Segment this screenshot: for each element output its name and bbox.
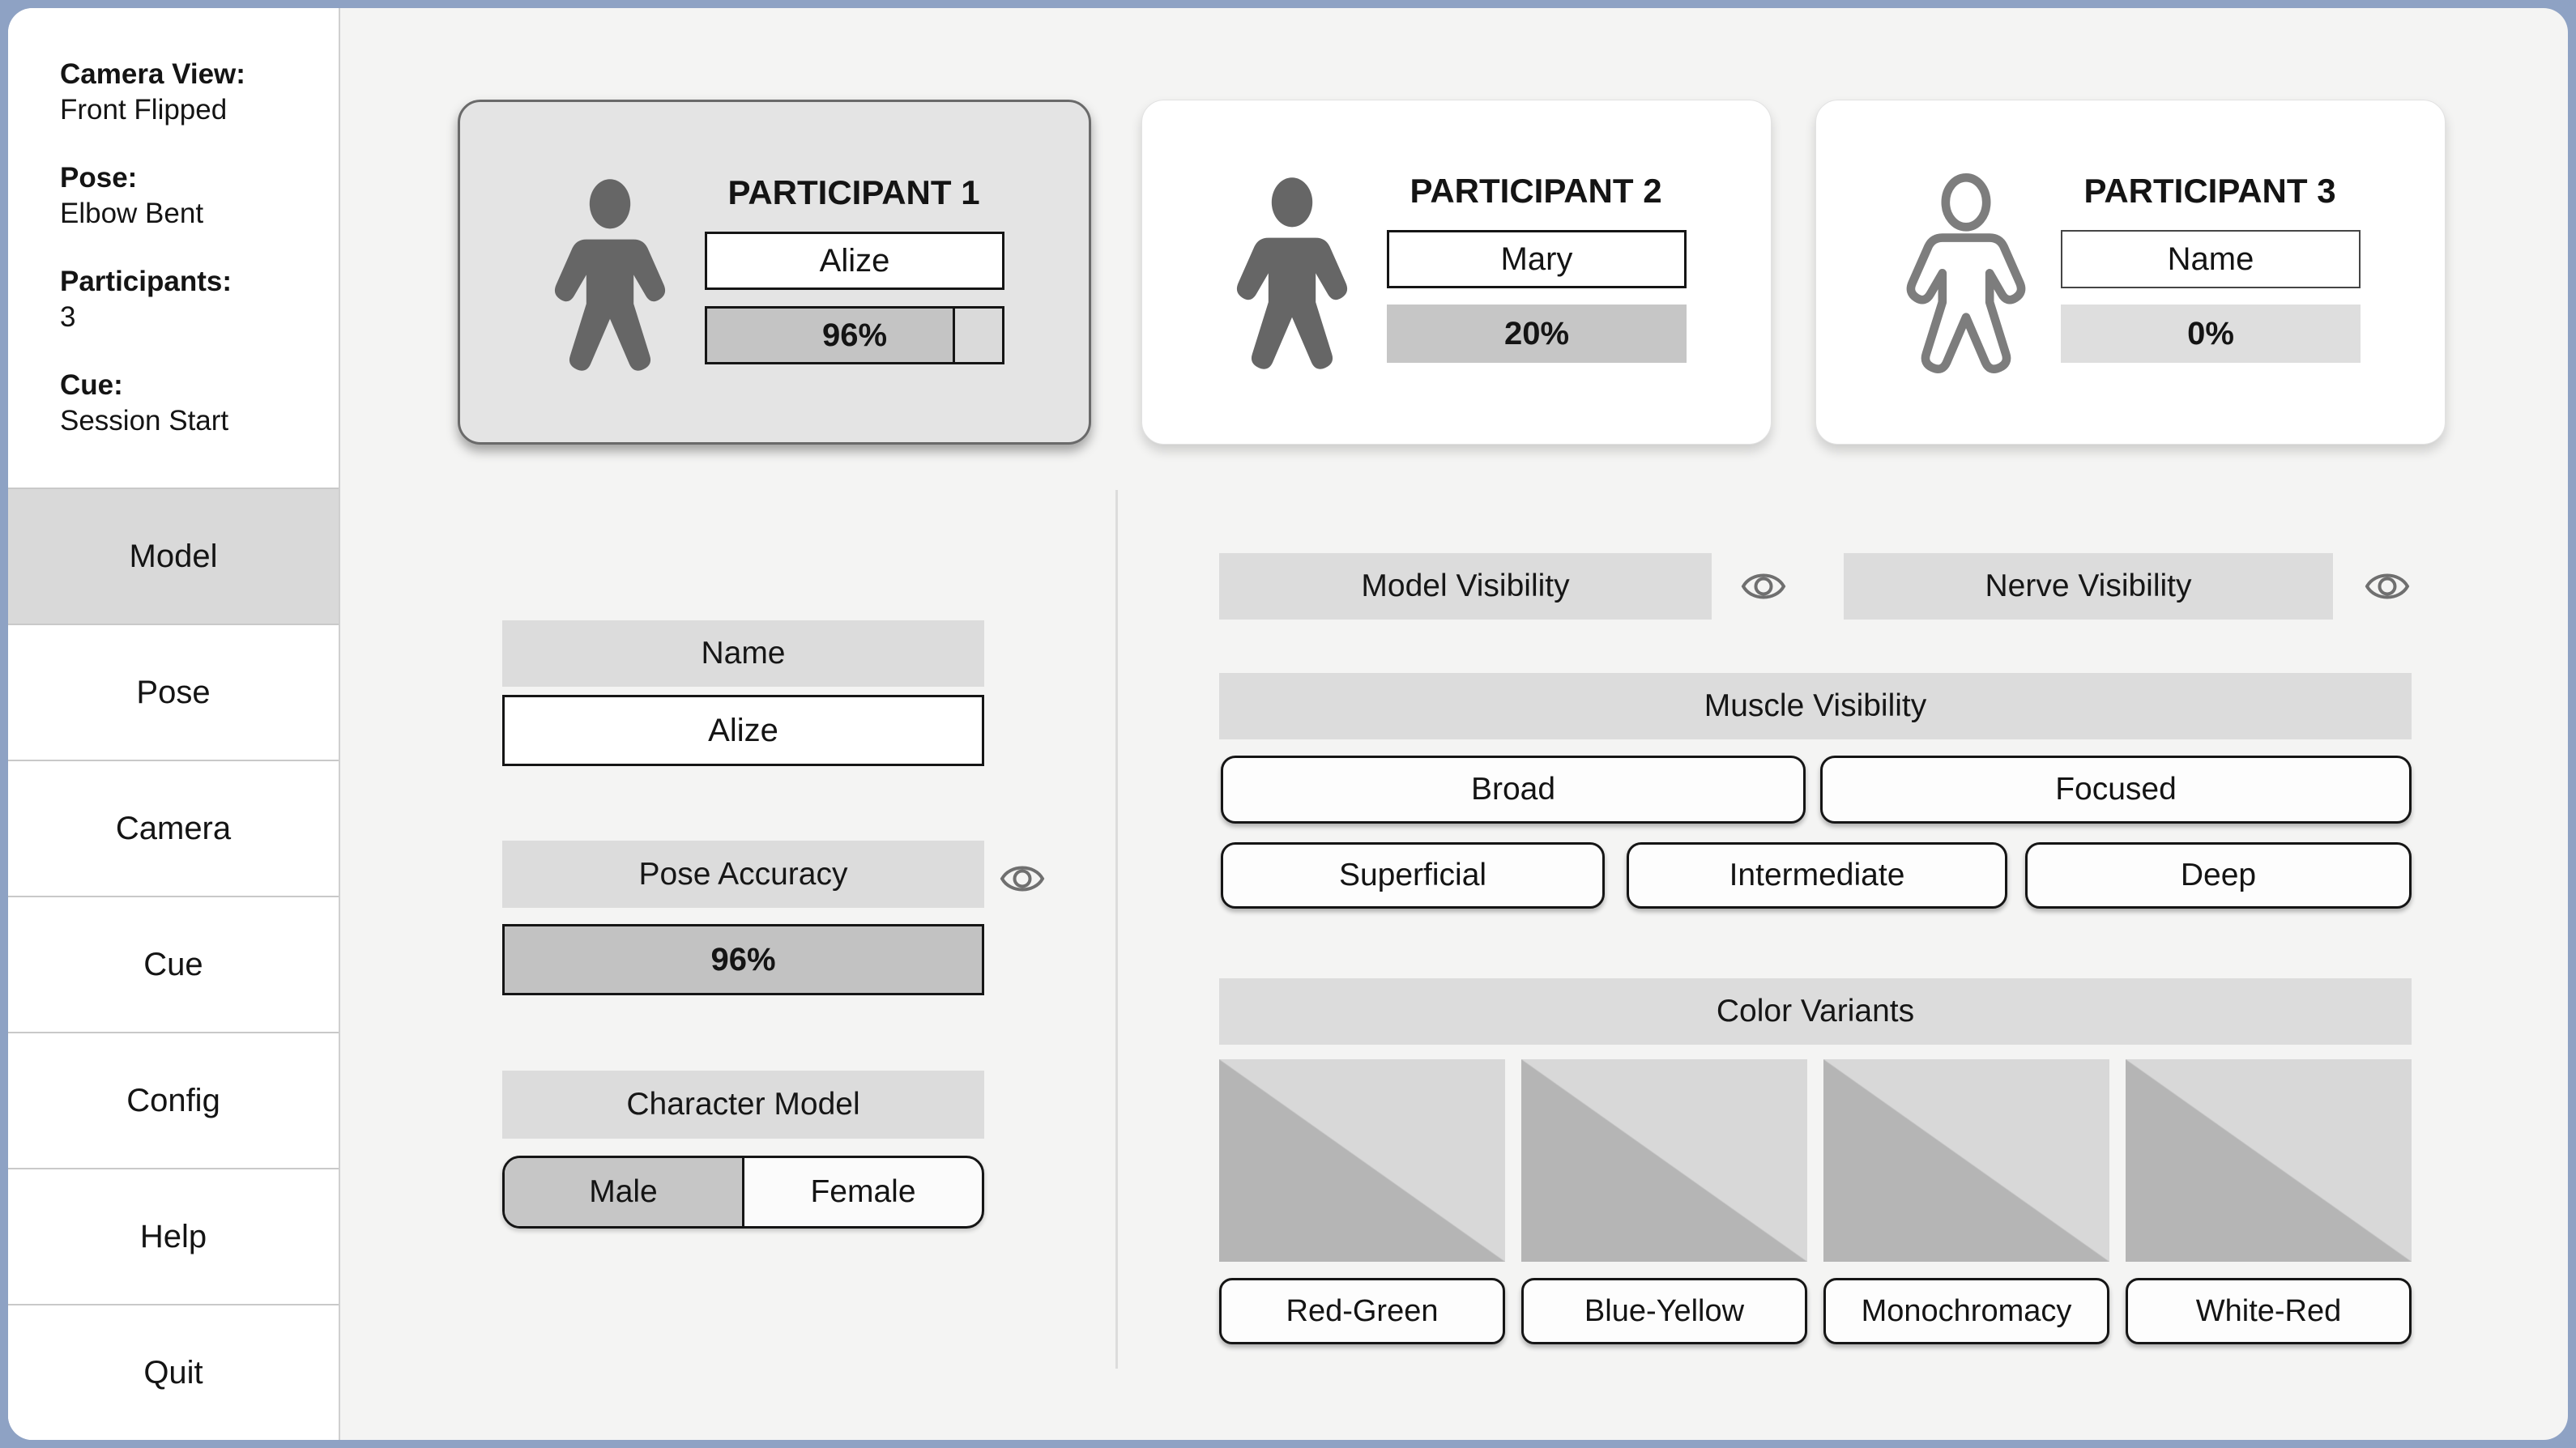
color-variants-label: Color Variants (1219, 978, 2412, 1045)
red-green-swatch (1219, 1059, 1505, 1262)
participant-1-progress-bar: 96% (705, 306, 1004, 364)
pose-accuracy-bar: 96% (502, 924, 984, 995)
sidebar-item-model[interactable]: Model (8, 488, 339, 624)
participant-3-card[interactable]: PARTICIPANT 3 Name 0% (1815, 100, 2446, 445)
info-participants: Participants: 3 (60, 264, 314, 335)
character-model-toggle: Male Female (502, 1156, 984, 1229)
blue-yellow-swatch (1521, 1059, 1807, 1262)
participant-1-name-input[interactable]: Alize (705, 232, 1004, 290)
monochromacy-button[interactable]: Monochromacy (1823, 1278, 2109, 1344)
info-pose-value: Elbow Bent (60, 198, 204, 229)
participant-1-progress-value: 96% (821, 317, 888, 353)
muscle-intermediate-button[interactable]: Intermediate (1627, 842, 2007, 909)
model-visibility-label: Model Visibility (1219, 553, 1712, 620)
sidebar-item-camera[interactable]: Camera (8, 760, 339, 896)
progress-fill (2061, 305, 2361, 363)
male-option[interactable]: Male (505, 1158, 744, 1226)
sidebar-item-quit[interactable]: Quit (8, 1304, 339, 1440)
info-cue-value: Session Start (60, 405, 229, 437)
main-panel: PARTICIPANT 1 Alize 96% PARTICIPANT 2 Ma… (340, 8, 2568, 1440)
info-pose: Pose: Elbow Bent (60, 160, 314, 232)
muscle-superficial-button[interactable]: Superficial (1221, 842, 1605, 909)
pose-accuracy-eye-icon[interactable] (999, 860, 1046, 897)
progress-fill (707, 309, 955, 362)
person-filled-icon (1211, 173, 1373, 377)
info-camera-view-value: Front Flipped (60, 94, 228, 126)
nerve-visibility-label: Nerve Visibility (1844, 553, 2333, 620)
app-window: Camera View: Front Flipped Pose: Elbow B… (8, 8, 2568, 1440)
sidebar-item-cue[interactable]: Cue (8, 896, 339, 1032)
participant-3-name-input[interactable]: Name (2061, 230, 2361, 288)
sidebar-item-help[interactable]: Help (8, 1168, 339, 1304)
panel-divider (1115, 490, 1118, 1369)
monochromacy-swatch (1823, 1059, 2109, 1262)
red-green-button[interactable]: Red-Green (1219, 1278, 1505, 1344)
participant-3-title: PARTICIPANT 3 (2083, 172, 2336, 210)
sidebar-item-config[interactable]: Config (8, 1032, 339, 1168)
info-pose-label: Pose: (60, 162, 138, 194)
muscle-broad-button[interactable]: Broad (1221, 756, 1806, 824)
person-filled-icon (529, 175, 691, 379)
blue-yellow-button[interactable]: Blue-Yellow (1521, 1278, 1807, 1344)
participant-2-card[interactable]: PARTICIPANT 2 Mary 20% (1141, 100, 1772, 445)
sidebar: Camera View: Front Flipped Pose: Elbow B… (8, 8, 340, 1440)
participant-2-name-input[interactable]: Mary (1387, 230, 1687, 288)
character-model-label: Character Model (502, 1071, 984, 1139)
session-info: Camera View: Front Flipped Pose: Elbow B… (8, 8, 339, 488)
participant-1-card[interactable]: PARTICIPANT 1 Alize 96% (458, 100, 1091, 445)
info-participants-value: 3 (60, 301, 76, 333)
nerve-visibility-eye-icon[interactable] (2364, 568, 2411, 605)
participant-3-progress-bar: 0% (2061, 305, 2361, 363)
muscle-focused-button[interactable]: Focused (1820, 756, 2412, 824)
info-cue-label: Cue: (60, 369, 123, 401)
info-camera-view-label: Camera View: (60, 58, 245, 90)
participant-1-title: PARTICIPANT 1 (727, 173, 980, 211)
white-red-button[interactable]: White-Red (2126, 1278, 2412, 1344)
participant-2-progress-value: 20% (1503, 315, 1570, 351)
female-option[interactable]: Female (810, 1174, 916, 1209)
sidebar-menu: Model Pose Camera Cue Config Help Quit (8, 488, 339, 1440)
participant-2-title: PARTICIPANT 2 (1410, 172, 1662, 210)
muscle-visibility-label: Muscle Visibility (1219, 673, 2412, 739)
white-red-swatch (2126, 1059, 2412, 1262)
name-label: Name (502, 620, 984, 687)
model-visibility-eye-icon[interactable] (1740, 568, 1787, 605)
info-camera-view: Camera View: Front Flipped (60, 57, 314, 128)
pose-accuracy-value: 96% (710, 941, 776, 977)
muscle-deep-button[interactable]: Deep (2025, 842, 2412, 909)
pose-accuracy-label: Pose Accuracy (502, 841, 984, 908)
info-cue: Cue: Session Start (60, 368, 314, 439)
participant-3-progress-value: 0% (2187, 315, 2234, 351)
model-name-input[interactable]: Alize (502, 695, 984, 766)
participant-2-progress-bar: 20% (1387, 305, 1687, 363)
sidebar-item-pose[interactable]: Pose (8, 624, 339, 760)
info-participants-label: Participants: (60, 266, 232, 297)
person-outline-icon (1885, 173, 2047, 377)
progress-fill (1387, 305, 1687, 363)
